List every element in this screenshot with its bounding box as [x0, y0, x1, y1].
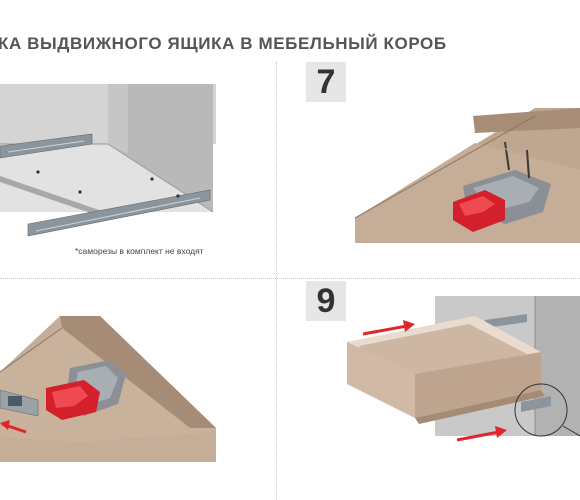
vertical-divider [276, 62, 277, 500]
illustration-step-9 [345, 292, 580, 492]
step-number-9: 9 [306, 281, 346, 321]
step-number-7: 7 [306, 62, 346, 102]
horizontal-divider [0, 278, 580, 279]
illustration-step-8 [0, 312, 216, 462]
page-title: КА ВЫДВИЖНОГО ЯЩИКА В МЕБЕЛЬНЫЙ КОРОБ [0, 34, 447, 53]
screws-note: *саморезы в комплект не входят [75, 246, 204, 256]
illustration-runners-in-cabinet [0, 84, 216, 242]
illustration-step-7 [355, 108, 580, 243]
